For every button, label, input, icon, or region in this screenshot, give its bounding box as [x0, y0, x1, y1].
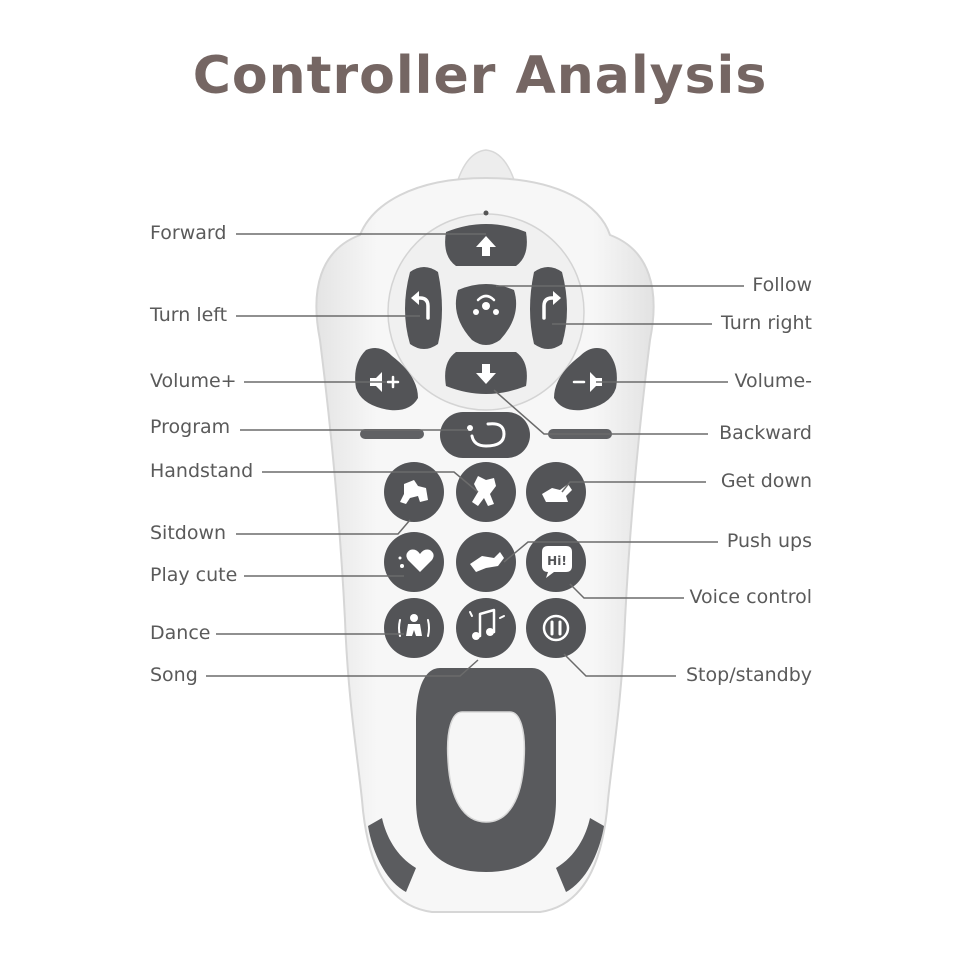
- backward-button[interactable]: [445, 352, 527, 394]
- program-button[interactable]: [440, 412, 530, 458]
- label-turn-right: Turn right: [721, 312, 812, 334]
- label-dance: Dance: [150, 622, 211, 644]
- label-turn-left: Turn left: [150, 304, 228, 326]
- dog-handstand-icon: [472, 476, 496, 506]
- arrow-up-icon: [476, 236, 496, 256]
- push-ups-button[interactable]: [456, 532, 516, 592]
- label-push-ups: Push ups: [726, 530, 812, 552]
- label-get-down: Get down: [720, 470, 812, 492]
- bottom-oval-window: [446, 711, 526, 823]
- right-grip: [556, 818, 604, 892]
- voice-control-button[interactable]: Hi!: [526, 532, 586, 592]
- label-stop-standby: Stop/standby: [686, 664, 812, 686]
- dog-sit-icon: [400, 480, 428, 504]
- label-follow: Follow: [752, 274, 812, 296]
- leader-stop-standby: [563, 653, 676, 677]
- music-note-icon: [469, 608, 505, 640]
- turn-left-button[interactable]: [405, 267, 442, 349]
- arrow-down-icon: [476, 364, 496, 384]
- get-down-button[interactable]: [526, 462, 586, 522]
- dance-button[interactable]: [384, 598, 444, 658]
- program-icon: [467, 422, 506, 448]
- leader-voice-control: [569, 583, 684, 599]
- leader-lines: [206, 233, 744, 677]
- speech-bubble-icon: Hi!: [542, 546, 572, 578]
- label-backward: Backward: [719, 422, 812, 444]
- leader-handstand: [262, 471, 479, 493]
- forward-button[interactable]: [445, 224, 527, 266]
- remote-top-nub: [454, 149, 518, 187]
- dog-push-ups-icon: [470, 552, 504, 572]
- label-play-cute: Play cute: [150, 564, 238, 586]
- voice-control-icon-text: Hi!: [547, 554, 567, 568]
- label-forward: Forward: [150, 222, 227, 244]
- follow-icon: [473, 294, 499, 315]
- pause-icon: [542, 614, 570, 642]
- turn-right-button[interactable]: [530, 267, 567, 349]
- follow-button[interactable]: [455, 284, 517, 345]
- song-button[interactable]: [456, 598, 516, 658]
- separator-left: [360, 429, 424, 439]
- label-sitdown: Sitdown: [150, 522, 227, 544]
- turn-right-icon: [542, 291, 561, 320]
- page-title: Controller Analysis: [192, 46, 768, 106]
- play-cute-button[interactable]: [384, 532, 444, 592]
- leader-backward: [493, 389, 708, 435]
- label-program: Program: [150, 416, 231, 438]
- left-grip: [368, 818, 416, 892]
- label-volume-plus: Volume+: [150, 370, 237, 392]
- handstand-button[interactable]: [456, 462, 516, 522]
- label-song: Song: [150, 664, 198, 686]
- leader-sitdown: [236, 519, 411, 535]
- label-handstand: Handstand: [150, 460, 254, 482]
- leader-song: [206, 659, 479, 677]
- sitdown-button[interactable]: [384, 462, 444, 522]
- turn-left-icon: [411, 291, 430, 320]
- label-volume-minus: Volume-: [734, 370, 812, 392]
- leader-get-down: [561, 481, 706, 493]
- label-voice-control: Voice control: [689, 586, 812, 608]
- heart-icon: [398, 549, 434, 572]
- stop-standby-button[interactable]: [526, 598, 586, 658]
- leader-push-ups: [503, 541, 718, 563]
- indicator-light: [483, 210, 489, 216]
